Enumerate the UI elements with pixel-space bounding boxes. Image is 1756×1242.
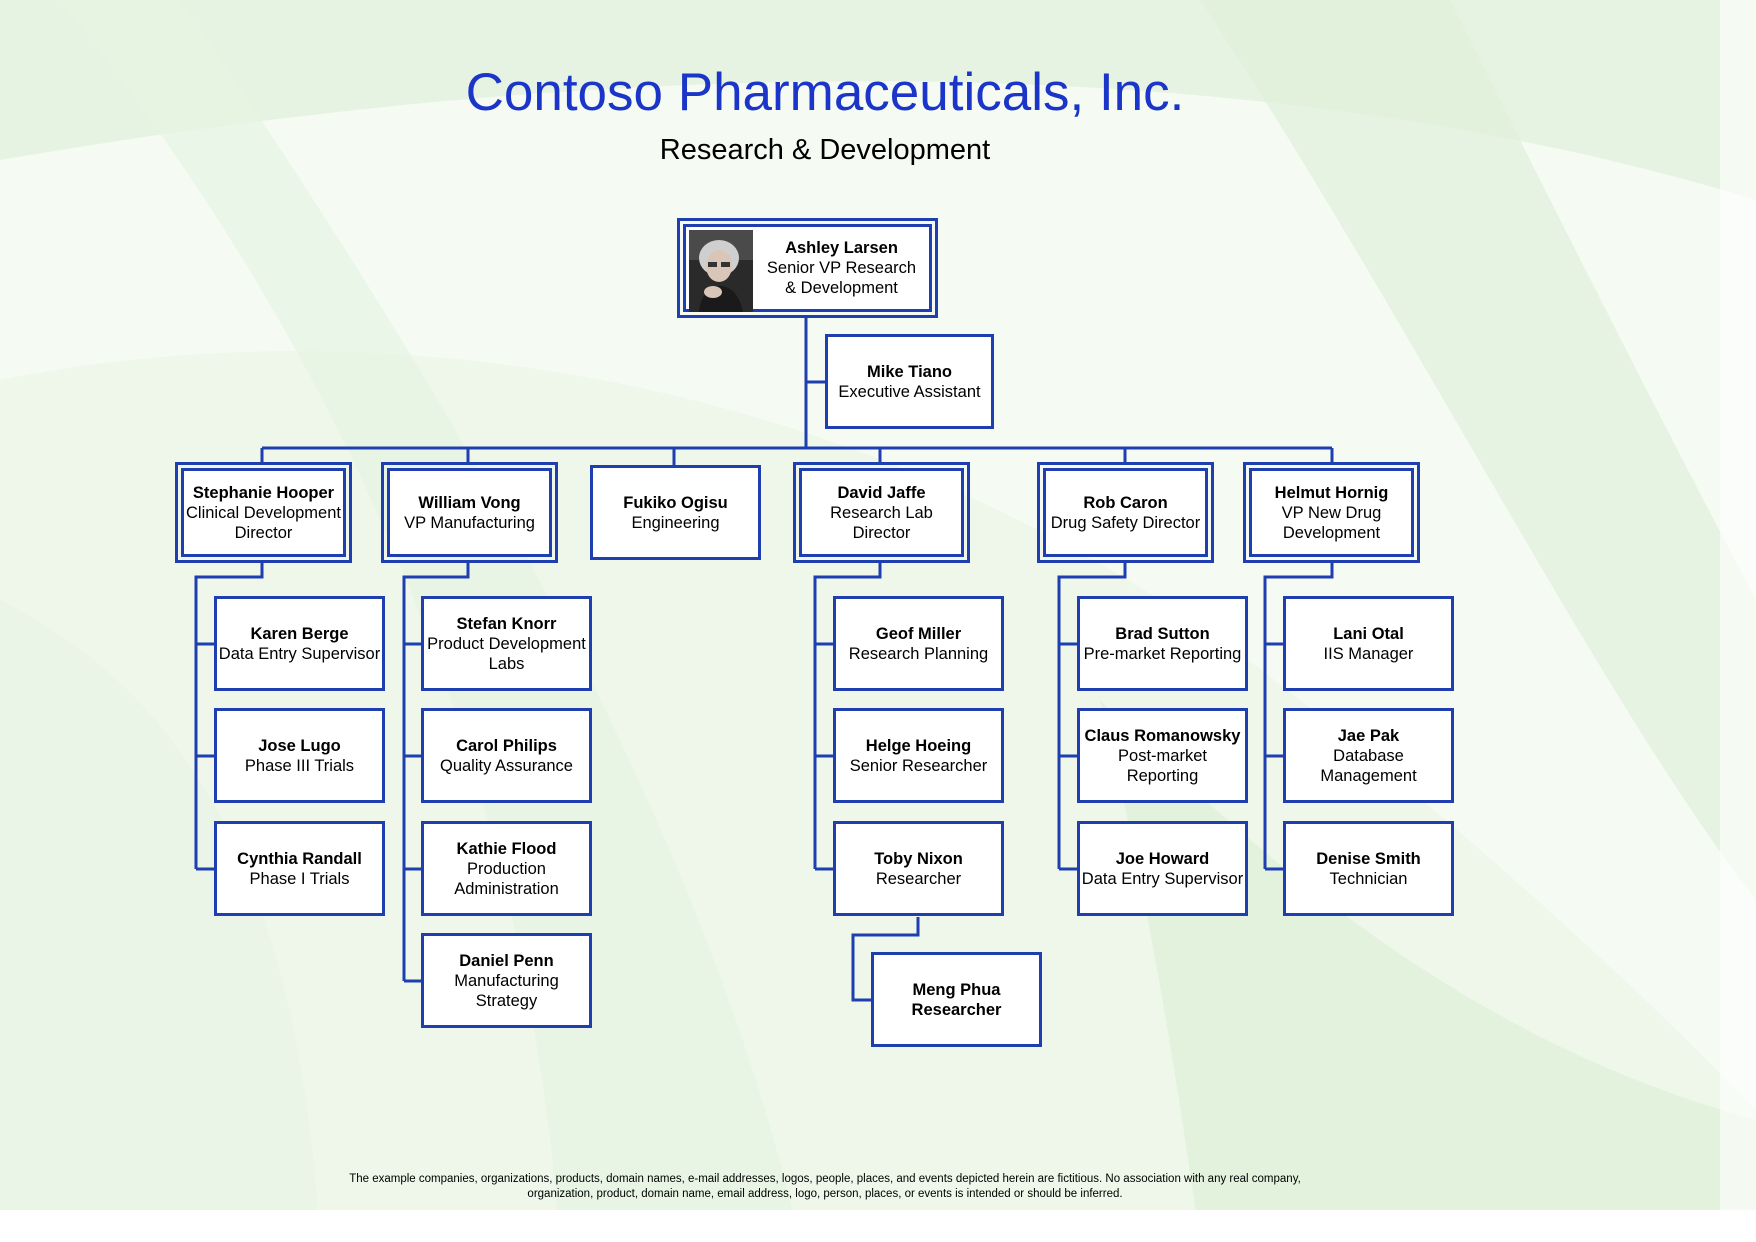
- ceo-box[interactable]: Ashley Larsen Senior VP Research & Devel…: [677, 218, 938, 318]
- person-name: Jae Pak: [1337, 726, 1400, 745]
- person-title: Product Development Labs: [427, 634, 586, 673]
- staff-box[interactable]: Cynthia Randall Phase I Trials: [214, 821, 385, 916]
- director-box[interactable]: Fukiko Ogisu Engineering: [590, 465, 761, 560]
- staff-box[interactable]: Lani Otal IIS Manager: [1283, 596, 1454, 691]
- person-name: Cynthia Randall: [237, 849, 362, 868]
- person-title: Engineering: [631, 513, 720, 532]
- staff-box[interactable]: Brad Sutton Pre-market Reporting: [1077, 596, 1248, 691]
- person-name: Claus Romanowsky: [1084, 726, 1241, 745]
- person-name: Toby Nixon: [874, 849, 963, 868]
- person-title: Clinical Development Director: [186, 503, 341, 542]
- staff-box[interactable]: Daniel Penn Manufacturing Strategy: [421, 933, 592, 1028]
- staff-box[interactable]: Joe Howard Data Entry Supervisor: [1077, 821, 1248, 916]
- person-title: Database Management: [1320, 746, 1417, 785]
- person-name: Carol Philips: [456, 736, 557, 755]
- staff-box[interactable]: Denise Smith Technician: [1283, 821, 1454, 916]
- person-title: Technician: [1329, 869, 1408, 888]
- person-title: Post-market Reporting: [1118, 746, 1207, 785]
- person-name: Kathie Flood: [456, 839, 557, 858]
- person-title: Data Entry Supervisor: [218, 644, 381, 663]
- person-title: Quality Assurance: [440, 756, 573, 775]
- staff-box[interactable]: Claus Romanowsky Post-market Reporting: [1077, 708, 1248, 803]
- person-name: Mike Tiano: [867, 362, 952, 381]
- page-subtitle: Research & Development: [659, 134, 991, 166]
- person-title: Research Lab Director: [830, 503, 933, 542]
- person-name: Daniel Penn: [459, 951, 554, 970]
- disclaimer-text: The example companies, organizations, pr…: [349, 1173, 1301, 1200]
- person-title: Drug Safety Director: [1050, 513, 1201, 532]
- staff-box[interactable]: Meng Phua Researcher: [871, 952, 1042, 1047]
- person-title: Executive Assistant: [838, 382, 981, 401]
- staff-box[interactable]: Carol Philips Quality Assurance: [421, 708, 592, 803]
- person-name: Helmut Hornig: [1274, 483, 1389, 502]
- person-title: IIS Manager: [1323, 644, 1414, 663]
- person-title: VP New Drug Development: [1281, 503, 1382, 542]
- person-title: Research Planning: [848, 644, 989, 663]
- portrait-photo: [689, 230, 753, 312]
- person-name: Stefan Knorr: [456, 614, 557, 633]
- director-box[interactable]: Rob Caron Drug Safety Director: [1037, 462, 1214, 563]
- person-title: Researcher: [875, 869, 962, 888]
- person-name: Stephanie Hooper: [192, 483, 335, 502]
- staff-box[interactable]: Jose Lugo Phase III Trials: [214, 708, 385, 803]
- person-title: Researcher: [911, 1000, 1002, 1019]
- person-name: Jose Lugo: [258, 736, 341, 755]
- director-box[interactable]: Stephanie Hooper Clinical Development Di…: [175, 462, 352, 563]
- person-name: David Jaffe: [837, 483, 926, 502]
- staff-box[interactable]: Jae Pak Database Management: [1283, 708, 1454, 803]
- person-title: VP Manufacturing: [404, 513, 535, 532]
- person-title: Pre-market Reporting: [1083, 644, 1242, 663]
- page-title: Contoso Pharmaceuticals, Inc.: [465, 63, 1185, 122]
- person-name: Joe Howard: [1115, 849, 1210, 868]
- ceo-text: Ashley Larsen Senior VP Research & Devel…: [754, 227, 929, 309]
- person-title: Phase I Trials: [249, 869, 350, 888]
- staff-box[interactable]: Kathie Flood Production Administration: [421, 821, 592, 916]
- person-name: Karen Berge: [250, 624, 349, 643]
- staff-box[interactable]: Karen Berge Data Entry Supervisor: [214, 596, 385, 691]
- staff-box[interactable]: Stefan Knorr Product Development Labs: [421, 596, 592, 691]
- person-name: Rob Caron: [1083, 493, 1168, 512]
- person-title: Senior VP Research & Development: [766, 259, 917, 297]
- person-title: Production Administration: [454, 859, 559, 898]
- staff-box[interactable]: Helge Hoeing Senior Researcher: [833, 708, 1004, 803]
- person-title: Data Entry Supervisor: [1081, 869, 1244, 888]
- person-name: Ashley Larsen: [785, 239, 898, 257]
- person-name: Meng Phua: [912, 980, 1001, 999]
- director-box[interactable]: William Vong VP Manufacturing: [381, 462, 558, 563]
- person-title: Phase III Trials: [244, 756, 355, 775]
- staff-box[interactable]: Geof Miller Research Planning: [833, 596, 1004, 691]
- person-name: Lani Otal: [1333, 624, 1404, 643]
- person-title: Senior Researcher: [849, 756, 988, 775]
- person-name: Denise Smith: [1316, 849, 1421, 868]
- person-name: Helge Hoeing: [865, 736, 972, 755]
- assistant-box[interactable]: Mike Tiano Executive Assistant: [825, 334, 994, 429]
- person-name: William Vong: [418, 493, 521, 512]
- staff-box[interactable]: Toby Nixon Researcher: [833, 821, 1004, 916]
- person-name: Geof Miller: [875, 624, 962, 643]
- person-name: Brad Sutton: [1115, 624, 1210, 643]
- person-name: Fukiko Ogisu: [623, 493, 728, 512]
- person-title: Manufacturing Strategy: [454, 971, 559, 1010]
- director-box[interactable]: David Jaffe Research Lab Director: [793, 462, 970, 563]
- director-box[interactable]: Helmut Hornig VP New Drug Development: [1243, 462, 1420, 563]
